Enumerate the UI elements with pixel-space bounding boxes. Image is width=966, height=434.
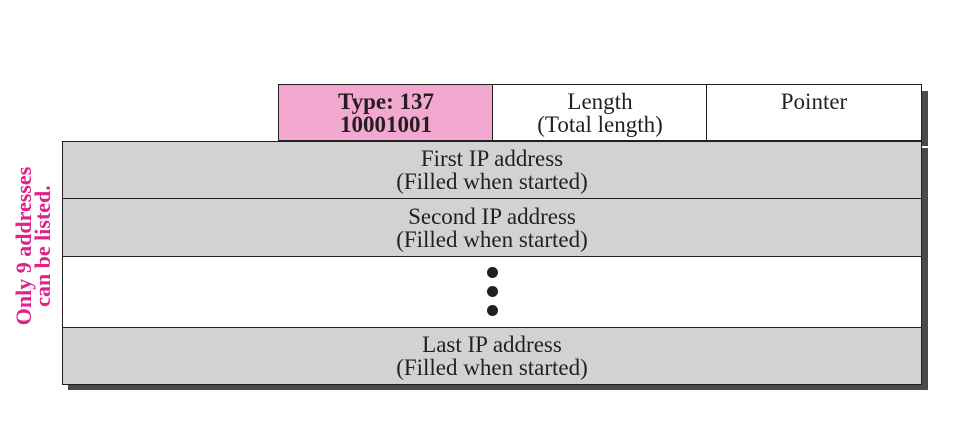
last-ip-address-label: Last IP address <box>422 332 562 357</box>
second-ip-address-row: Second IP address (Filled when started) <box>62 198 922 257</box>
address-limit-note: Only 9 addresses can be listed. <box>11 167 55 326</box>
length-note: (Total length) <box>537 111 663 137</box>
first-ip-address-row: First IP address (Filled when started) <box>62 141 922 199</box>
ellipsis-dot-3 <box>487 305 498 316</box>
type-field: Type: 137 10001001 <box>278 84 494 141</box>
last-ip-address-note: (Filled when started) <box>396 355 588 380</box>
second-ip-address-label: Second IP address <box>408 203 576 229</box>
ellipsis-dot-1 <box>487 267 498 278</box>
ellipsis-dot-2 <box>487 286 498 297</box>
first-ip-address-label: First IP address <box>420 146 564 171</box>
pointer-field: Pointer <box>706 84 922 141</box>
address-limit-line-2: can be listed. <box>30 185 55 307</box>
type-binary: 10001001 <box>340 111 432 137</box>
pointer-label: Pointer <box>780 89 848 114</box>
length-field: Length (Total length) <box>492 84 708 141</box>
first-ip-address-note: (Filled when started) <box>396 169 588 194</box>
last-ip-address-row: Last IP address (Filled when started) <box>62 327 922 385</box>
second-ip-address-note: (Filled when started) <box>396 226 588 252</box>
type-label: Type: 137 <box>337 88 435 114</box>
length-label: Length <box>567 88 633 114</box>
